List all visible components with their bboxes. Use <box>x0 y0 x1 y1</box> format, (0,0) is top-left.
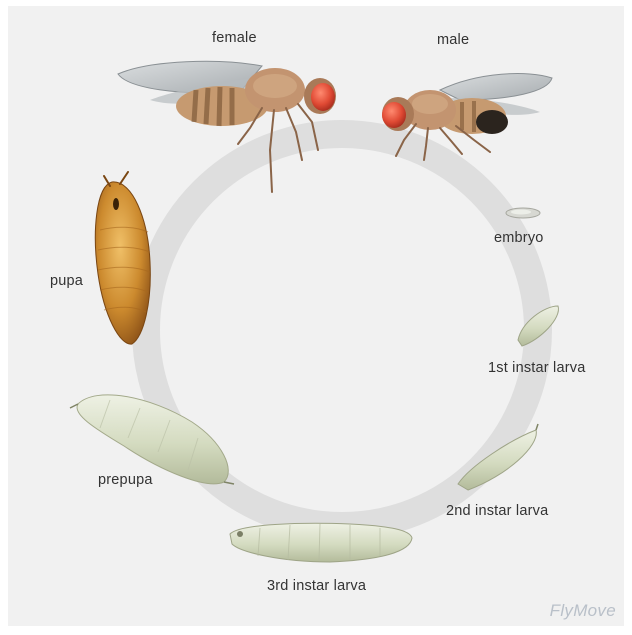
label-embryo: embryo <box>494 230 544 246</box>
label-male: male <box>437 32 469 48</box>
label-3rd-instar-larva: 3rd instar larva <box>267 578 366 594</box>
label-prepupa: prepupa <box>98 472 153 488</box>
label-female: female <box>212 30 257 46</box>
label-2nd-instar-larva: 2nd instar larva <box>446 503 548 519</box>
label-1st-instar-larva: 1st instar larva <box>488 360 586 376</box>
flymove-logo-suffix: Move <box>573 601 616 620</box>
flymove-logo: FlyMove <box>550 601 616 621</box>
label-pupa: pupa <box>50 273 83 289</box>
prepupa-image <box>70 395 234 484</box>
third-instar-larva-image <box>230 523 412 562</box>
flymove-logo-prefix: Fly <box>550 601 574 620</box>
pupa-image <box>95 172 150 344</box>
embryo-image <box>506 208 540 218</box>
